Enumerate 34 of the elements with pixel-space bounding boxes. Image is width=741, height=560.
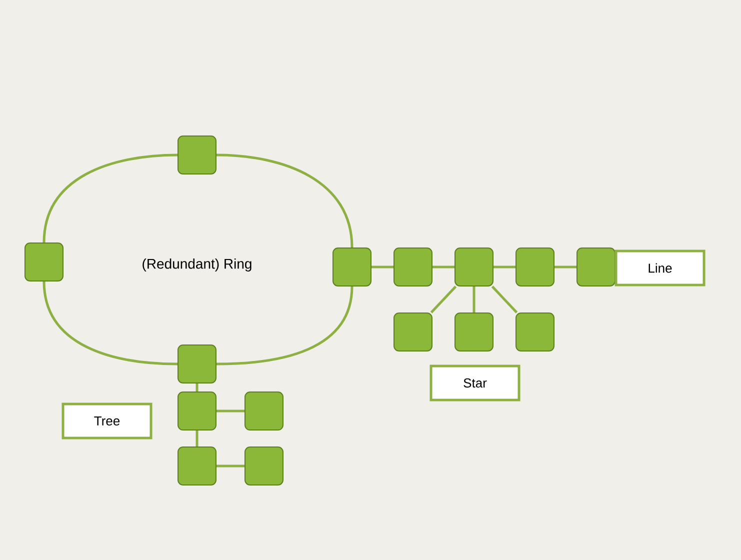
connector-line [491, 286, 518, 314]
device-square [394, 248, 432, 286]
device-square [332, 248, 372, 286]
connector-line [472, 286, 476, 312]
ring-arc [42, 281, 178, 366]
ring-arc [216, 154, 354, 248]
device-square [178, 344, 216, 384]
connector-line [196, 430, 198, 446]
label-box: Line [614, 250, 706, 286]
connector-line [216, 464, 244, 468]
connector-line [494, 266, 516, 268]
device-square [244, 446, 284, 486]
device-square [244, 392, 284, 430]
device-square [178, 392, 216, 430]
connector-line [196, 384, 198, 392]
device-square [178, 446, 216, 486]
connector-line [432, 266, 454, 268]
device-square [516, 248, 554, 286]
label-box: Tree [62, 402, 152, 440]
connector-line [554, 266, 576, 268]
connector-line [372, 266, 394, 268]
device-square [394, 312, 432, 352]
device-square [24, 242, 64, 282]
device-square [178, 136, 216, 174]
label-box: Star [430, 364, 520, 402]
ring-arc [42, 154, 178, 243]
ring-arc [216, 286, 354, 366]
device-square [576, 248, 616, 286]
device-square [454, 312, 494, 352]
connector-line [216, 410, 244, 412]
device-square [454, 248, 494, 286]
connector-line [430, 286, 457, 314]
ring-label: (Redundant) Ring [142, 258, 252, 272]
device-square [516, 312, 554, 352]
